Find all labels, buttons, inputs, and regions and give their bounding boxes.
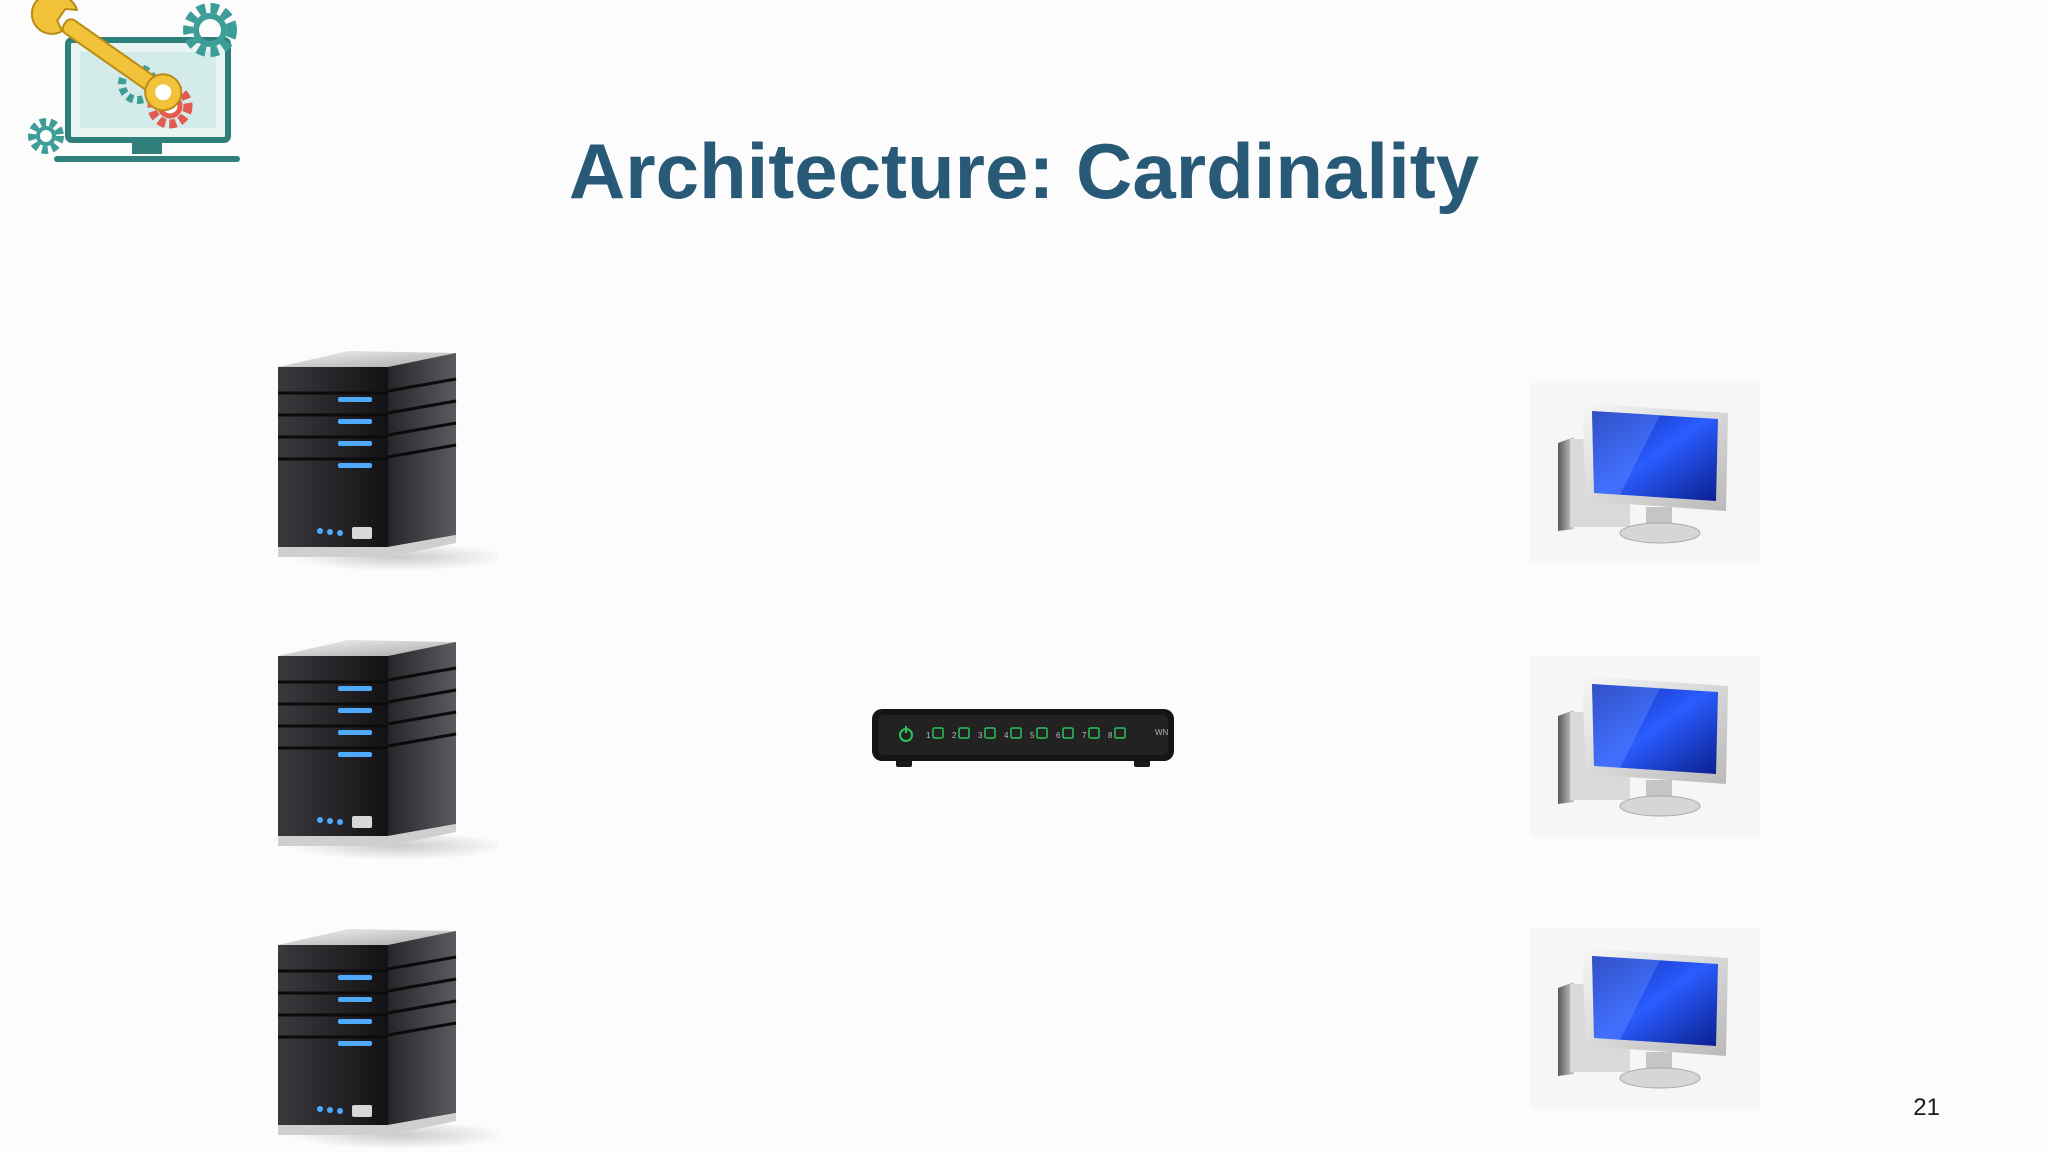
server-tower-icon: [278, 929, 498, 1149]
server-tower-icon: [278, 351, 498, 571]
port-label: 8: [1108, 731, 1113, 740]
port-label: 7: [1082, 731, 1087, 740]
server-tower-icon: [278, 640, 498, 860]
desktop-computer-icon: [1530, 656, 1760, 836]
port-label: 3: [978, 731, 983, 740]
port-label: 2: [952, 731, 957, 740]
port-led: [984, 727, 996, 739]
port-led: [932, 727, 944, 739]
desktop-computer-icon: [1530, 383, 1760, 563]
port-led: [1062, 727, 1074, 739]
desktop-computer-icon: [1530, 928, 1760, 1108]
port-led: [1010, 727, 1022, 739]
port-led: [1036, 727, 1048, 739]
port-label: 5: [1030, 731, 1035, 740]
port-label: 4: [1004, 731, 1009, 740]
slide-title: Architecture: Cardinality: [568, 127, 1480, 215]
svg-text:WN: WN: [1155, 728, 1169, 737]
tools-logo-icon: [28, 0, 240, 162]
port-label: 6: [1056, 731, 1061, 740]
port-led: [958, 727, 970, 739]
port-label: 1: [926, 731, 931, 740]
port-led: [1114, 727, 1126, 739]
port-led: [1088, 727, 1100, 739]
page-number: 21: [1913, 1094, 1940, 1121]
network-switch-icon: 1 2 3 4 5 6 7 8 WN: [872, 709, 1174, 767]
